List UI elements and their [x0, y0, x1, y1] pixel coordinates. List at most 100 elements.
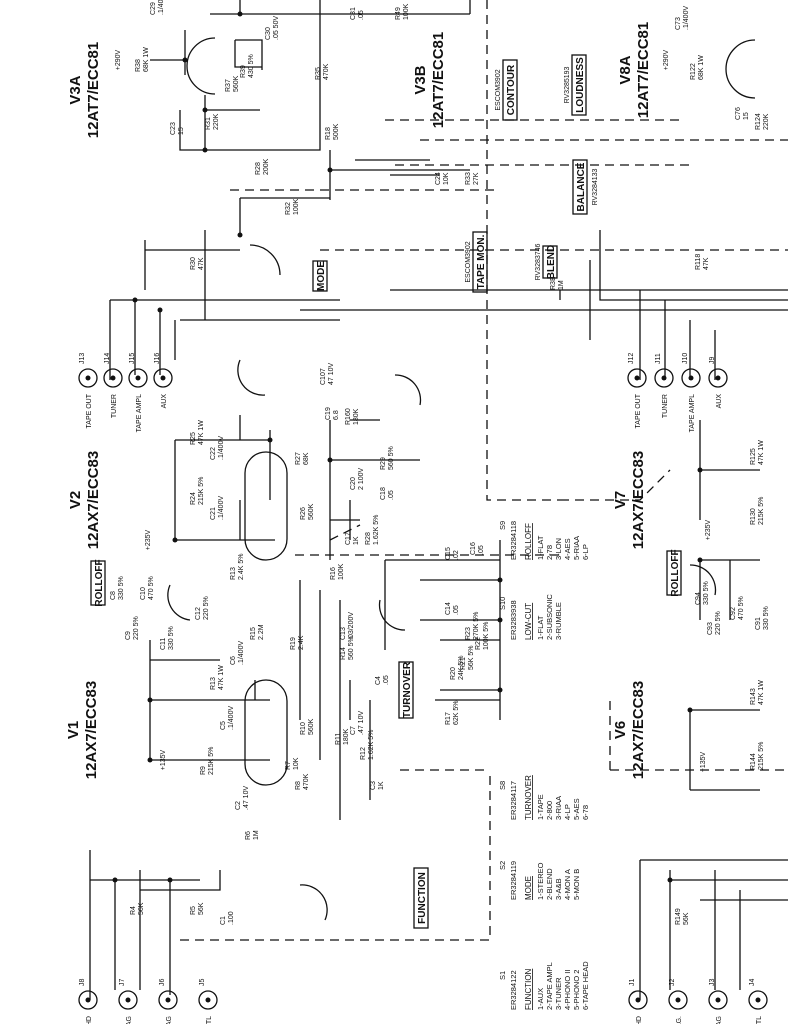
jack-id: J12: [628, 353, 635, 364]
component-ref: R14: [340, 647, 347, 660]
component-c15: C15.02: [445, 547, 460, 560]
jack-center: [675, 997, 681, 1003]
jack-id: J6: [159, 979, 166, 987]
legend-part: ER3284119: [509, 861, 518, 900]
jack-symbol: [627, 368, 647, 388]
component-ref: C21: [210, 507, 217, 520]
jack-label: TAPE AMPL: [136, 394, 143, 432]
supply-v1: +135V: [160, 749, 167, 770]
component-value: 56K: [198, 902, 205, 915]
control-balance: BALANCE RV3284133: [572, 159, 599, 215]
component-value: 68K: [303, 452, 310, 465]
tube-label-v1: V1 12AX7/ECC83: [65, 681, 100, 779]
jack-id: J10: [682, 353, 689, 364]
component-ref: R9: [200, 766, 207, 775]
component-ref: C4: [375, 676, 382, 685]
component-ref: R18: [325, 127, 332, 140]
jack-symbol: [78, 368, 98, 388]
component-value: .1/400V: [218, 436, 225, 460]
tube-id: V7: [612, 491, 629, 509]
component-value: 215K 5%: [758, 742, 765, 770]
component-value: .05: [478, 545, 485, 555]
jack-center: [165, 997, 171, 1003]
component-c5: C5.1/400V: [220, 706, 235, 730]
control-label: TAPE MON.: [476, 234, 487, 289]
legend-switch: S1: [498, 971, 507, 980]
jack-label: MAG: [716, 1016, 723, 1024]
component-value: 100K: [403, 3, 410, 20]
legend-heading: ROLLOFF: [524, 523, 533, 560]
component-value: 560 5%: [348, 636, 355, 660]
legend-item: 3-A&B: [554, 878, 563, 900]
component-ref: R125: [750, 448, 757, 465]
component-value: 27K: [473, 172, 480, 185]
component-value: .100: [228, 911, 235, 925]
component-ref: C11: [160, 638, 167, 650]
component-value: .47 10V: [358, 711, 365, 735]
component-ref: R35: [315, 67, 322, 80]
legend-item: 6-LP: [581, 544, 590, 560]
jack-symbol: [681, 368, 701, 388]
component-ref: R4: [130, 906, 137, 915]
component-ref: R29: [380, 457, 387, 470]
jack-symbol: [628, 990, 648, 1010]
component-value: 500K: [333, 123, 340, 140]
component-value: 10K: [293, 757, 300, 770]
legend-item: 6-TAPE HEAD: [581, 961, 590, 1010]
component-c1: C1.100: [220, 911, 235, 925]
component-c73: C73.1/400V: [675, 6, 690, 30]
component-c22: C22.1/400V: [210, 436, 225, 460]
jack-center: [85, 997, 91, 1003]
tube-id: V8A: [617, 55, 634, 84]
part-number: ESCOM3902: [495, 69, 502, 110]
jack-symbol: [128, 368, 148, 388]
component-ref: R25: [190, 432, 197, 445]
tube-type: 12AX7/ECC83: [630, 451, 647, 549]
component-ref: R27: [295, 452, 302, 465]
jack-symbol: [103, 368, 123, 388]
legend-item: 2-TAPE AMPL: [545, 962, 554, 1010]
tube-envelopes: [186, 37, 756, 786]
tube-id: V6: [612, 721, 629, 739]
component-value: .1/400V: [238, 641, 245, 665]
component-value: 220 5%: [715, 611, 722, 635]
legend-item: 6-78: [581, 805, 590, 820]
component-value: 68K 1W: [143, 47, 150, 72]
component-ref: C16: [470, 542, 477, 555]
component-c13: C13.03/200V: [340, 612, 355, 640]
jack-id: J2: [669, 979, 676, 987]
tube-label-v3b: V3B 12AT7/ECC81: [412, 32, 447, 128]
legend-item: 1-TAPE: [536, 794, 545, 820]
component-ref: R22: [475, 637, 482, 650]
component-value: .05: [453, 605, 460, 615]
component-ref: C15: [445, 547, 452, 560]
junction-dots: [112, 11, 703, 883]
component-value: 220 5%: [203, 596, 210, 620]
component-value: 100K 5%: [483, 622, 490, 650]
tube-id: V3B: [412, 65, 429, 94]
component-ref: C2: [235, 801, 242, 810]
legend-item: 3-LON: [554, 538, 563, 560]
jack-label: MAG: [166, 1016, 173, 1024]
component-value: 180K: [343, 728, 350, 745]
